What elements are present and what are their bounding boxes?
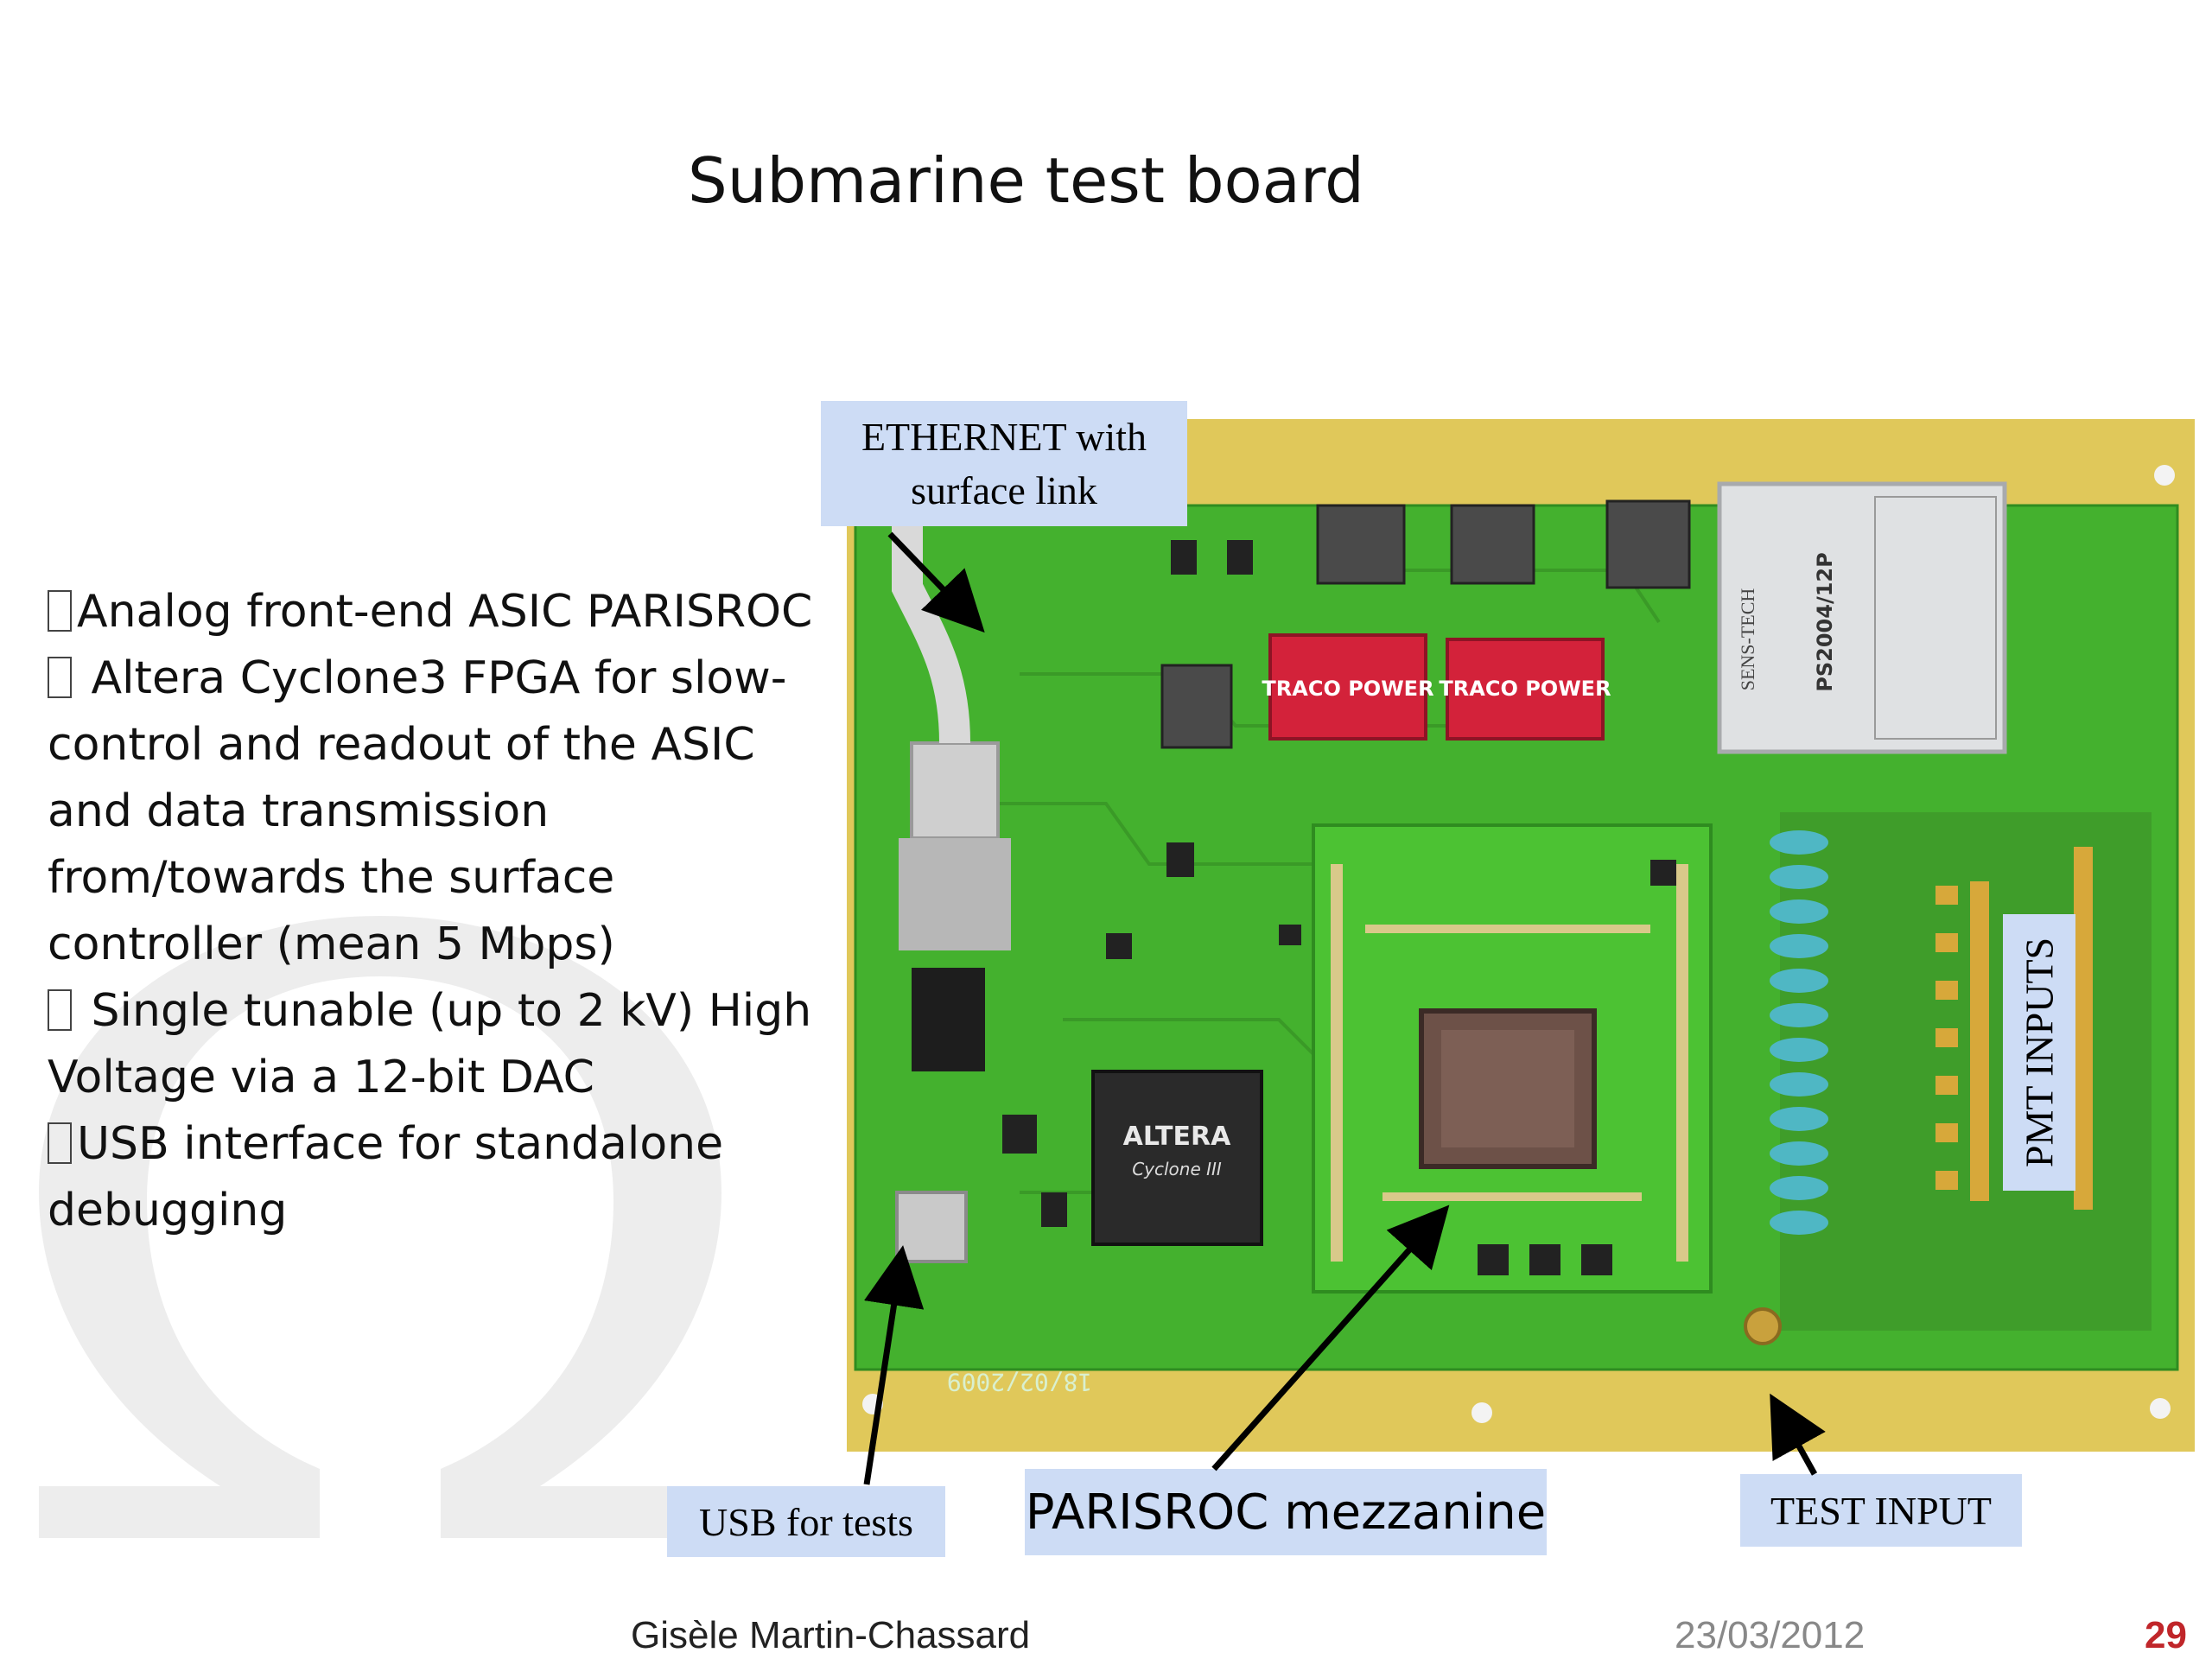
traco-power-label-1: TRACO POWER bbox=[1262, 677, 1433, 701]
usb-arrow bbox=[863, 1245, 925, 1485]
traco-power-label-2: TRACO POWER bbox=[1439, 677, 1611, 701]
footer-author: Gisèle Martin-Chassard bbox=[631, 1614, 1031, 1656]
ethernet-arrow bbox=[887, 531, 985, 633]
fpga-family-label: Cyclone III bbox=[1132, 1159, 1222, 1179]
board-date-marking: 18/02/2009 bbox=[947, 1368, 1093, 1396]
bullet-item: USB interface for standalone debugging bbox=[48, 1111, 825, 1244]
test-input-arrow bbox=[1770, 1393, 1826, 1476]
bullet-item: Altera Cyclone3 FPGA for slow-control an… bbox=[48, 645, 825, 978]
traco-power-module-2 bbox=[1446, 638, 1605, 741]
bullet-text: USB interface for standalone debugging bbox=[48, 1118, 724, 1236]
bullet-text: Analog front-end ASIC PARISROC bbox=[77, 586, 813, 638]
ethernet-connector bbox=[910, 741, 1000, 840]
ethernet-callout: ETHERNET with surface link bbox=[821, 401, 1187, 526]
bullet-item: Single tunable (up to 2 kV) High Voltage… bbox=[48, 978, 825, 1111]
bullet-marker bbox=[48, 989, 72, 1031]
altera-fpga-chip bbox=[1091, 1070, 1263, 1246]
pcb-photo: ALTERA Cyclone III TRACO POWER TRACO POW… bbox=[847, 419, 2195, 1452]
bullet-marker bbox=[48, 657, 72, 698]
fpga-brand-label: ALTERA bbox=[1123, 1122, 1231, 1152]
pmt-inputs-callout-box bbox=[2003, 914, 2075, 1191]
bullet-item: Analog front-end ASIC PARISROC bbox=[48, 579, 825, 645]
slide-title: Submarine test board bbox=[688, 144, 1364, 217]
ethernet-callout-line2: surface link bbox=[911, 467, 1097, 512]
bullet-text: Single tunable (up to 2 kV) High Voltage… bbox=[48, 985, 812, 1103]
hv-module-label: PS2004/12P bbox=[1813, 552, 1837, 691]
bullet-marker bbox=[48, 590, 72, 632]
parisroc-arrow bbox=[1211, 1205, 1450, 1471]
ethernet-callout-line1: ETHERNET with bbox=[861, 414, 1147, 459]
bullet-list: Analog front-end ASIC PARISROC Altera Cy… bbox=[48, 579, 825, 1244]
hv-power-supply-module bbox=[1717, 481, 2007, 754]
usb-callout: USB for tests bbox=[667, 1486, 945, 1557]
bullet-text: Altera Cyclone3 FPGA for slow-control an… bbox=[48, 652, 787, 970]
traco-power-module-1 bbox=[1268, 633, 1427, 741]
parisroc-callout: PARISROC mezzanine bbox=[1025, 1469, 1547, 1555]
hv-brand-label: SENS-TECH bbox=[1737, 588, 1758, 691]
test-input-callout: TEST INPUT bbox=[1740, 1474, 2022, 1547]
ethernet-magnetics bbox=[912, 968, 985, 1071]
footer-date: 23/03/2012 bbox=[1675, 1614, 1866, 1656]
test-input-sma-connector bbox=[1744, 1307, 1782, 1345]
bullet-marker bbox=[48, 1122, 72, 1164]
page-number: 29 bbox=[2145, 1614, 2187, 1656]
